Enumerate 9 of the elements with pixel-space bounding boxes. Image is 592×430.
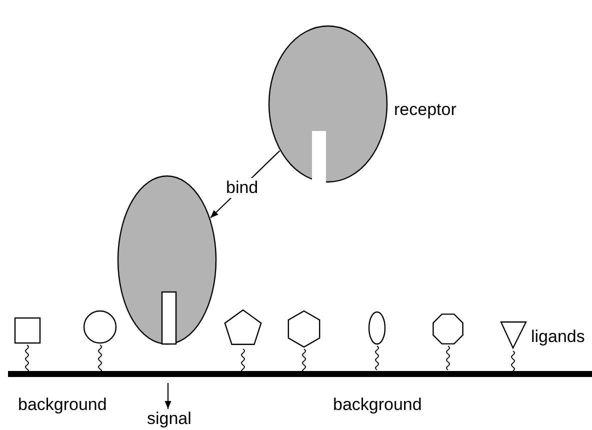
edge-label: bind <box>226 178 258 198</box>
receptor-drawing <box>268 25 388 183</box>
receptor-label: receptor <box>394 100 456 120</box>
receptor-drawing <box>117 175 217 345</box>
signal-text: signal <box>147 409 195 429</box>
background-label: background <box>18 395 107 415</box>
arrow <box>164 383 172 409</box>
background-label: background <box>333 395 422 415</box>
ligands-label: ligands <box>531 327 585 347</box>
